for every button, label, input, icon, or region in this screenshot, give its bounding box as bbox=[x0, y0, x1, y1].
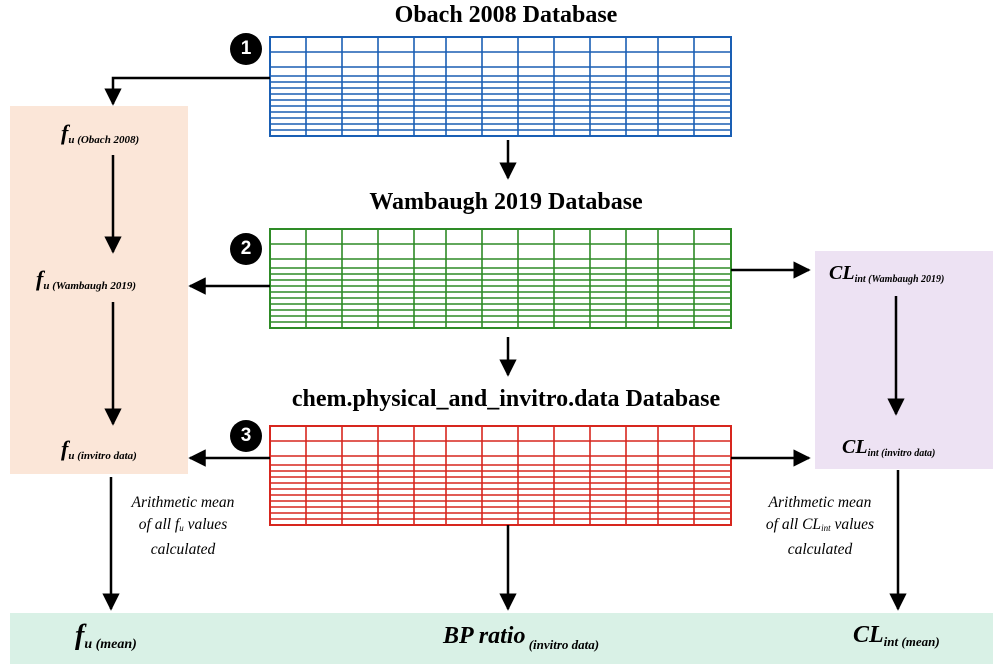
table-frame bbox=[269, 36, 732, 137]
wambaugh-database-table bbox=[269, 228, 732, 329]
cl-wambaugh-label: CLint (Wambaugh 2019) bbox=[829, 262, 945, 285]
step-3-badge: 3 bbox=[230, 420, 262, 452]
fu-wambaugh-label: fu (Wambaugh 2019) bbox=[36, 266, 137, 292]
arrow-obach-to-fu bbox=[104, 76, 270, 106]
fu-panel-bg bbox=[10, 106, 188, 474]
step-2-badge: 2 bbox=[230, 233, 262, 265]
obach-database-table bbox=[269, 36, 732, 137]
cl-mean-label: CLint (mean) bbox=[853, 622, 940, 649]
db-title-invitro: chem.physical_and_invitro.data Database bbox=[291, 386, 721, 412]
table-frame bbox=[269, 425, 732, 526]
step-1-badge: 1 bbox=[230, 33, 262, 65]
fu-mean-note: Arithmetic mean of all fu values calcula… bbox=[131, 494, 235, 558]
bp-ratio-label: BP ratio (invitro data) bbox=[443, 623, 600, 652]
fu-invitro-label: fu (invitro data) bbox=[61, 436, 137, 462]
fu-obach-label: fu (Obach 2008) bbox=[61, 120, 140, 146]
db-title-wambaugh: Wambaugh 2019 Database bbox=[369, 189, 643, 215]
fu-mean-label: fu (mean) bbox=[75, 620, 137, 652]
cl-panel-bg bbox=[815, 251, 993, 469]
invitro-database-table bbox=[269, 425, 732, 526]
db-title-obach: Obach 2008 Database bbox=[394, 2, 618, 28]
cl-invitro-label: CLint (invitro data) bbox=[842, 436, 936, 459]
cl-mean-note: Arithmetic mean of all CLint values calc… bbox=[765, 494, 875, 558]
table-frame bbox=[269, 228, 732, 329]
bottom-bar-bg bbox=[10, 613, 993, 664]
